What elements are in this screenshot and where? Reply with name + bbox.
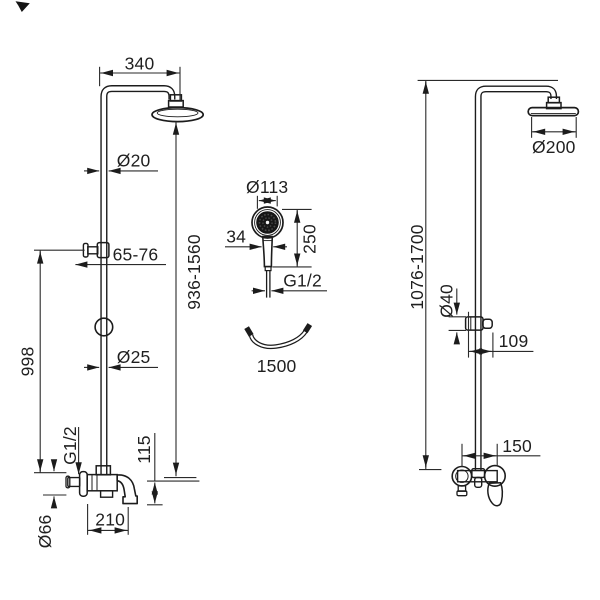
rain-head-side (151, 94, 205, 123)
dim-label-65-76: 65-76 (113, 245, 159, 265)
dim-label-34: 34 (226, 227, 246, 247)
ball-joint (94, 317, 114, 337)
dim-label-o200: Ø200 (532, 137, 576, 157)
dim-label-o40: Ø40 (436, 284, 456, 318)
dim-hand-thread: G1/2 (251, 271, 327, 294)
left-view-shower-column: 340 Ø20 65-76 998 Ø25 (17, 53, 204, 548)
dim-riser-height-range: 936-1560 (164, 121, 204, 479)
dim-hand-shower-length: 250 (272, 208, 320, 268)
dim-bracket-diameter: Ø40 (436, 284, 466, 345)
hand-shower-inset: Ø113 34 250 G1/2 1 (225, 177, 327, 376)
dim-label-1076-1700: 1076-1700 (407, 224, 427, 310)
riser-pipe-rear (474, 85, 558, 471)
dim-label-o20: Ø20 (117, 150, 151, 170)
dim-label-1500: 1500 (257, 356, 297, 376)
rain-head-rear (527, 96, 580, 117)
dim-label-250: 250 (300, 224, 320, 254)
dim-label-936-1560: 936-1560 (184, 234, 204, 310)
dim-label-g12-hand: G1/2 (283, 271, 322, 291)
dim-label-109: 109 (499, 331, 529, 351)
dim-bracket-reach: 109 (467, 311, 534, 358)
wall-valve-and-spout (65, 465, 138, 505)
mixer-lever (487, 482, 504, 507)
corner-print-mark (15, 1, 30, 13)
hand-shower-handle (261, 235, 274, 268)
dim-label-115: 115 (134, 435, 154, 464)
riser-pipe (100, 85, 176, 474)
right-view-shower-column: 1076-1700 Ø200 Ø40 109 (407, 79, 580, 507)
dim-spout-drop: 115 (134, 433, 200, 506)
dim-label-210: 210 (95, 510, 125, 530)
dim-hand-head-diameter: Ø113 (246, 177, 288, 209)
dim-top-arm-width: 340 (99, 53, 181, 101)
shower-mixer-valve (451, 464, 507, 507)
dim-bracket-offset: 65-76 (75, 245, 166, 268)
dim-label-150: 150 (502, 436, 532, 456)
dim-label-g12-left: G1/2 (60, 426, 80, 465)
dim-bracket-height: 998 (17, 249, 85, 474)
shower-hose-symbol: 1500 (244, 323, 313, 376)
dim-total-height-range: 1076-1700 (407, 79, 558, 471)
dim-label-o113: Ø113 (246, 177, 288, 197)
dim-upper-pipe-diameter: Ø20 (84, 150, 158, 175)
bath-spout (116, 474, 138, 505)
hand-shower (251, 206, 284, 298)
dim-inlet-thread: G1/2 (60, 426, 82, 475)
dim-label-998: 998 (17, 347, 37, 377)
dim-valve-centers: 150 (461, 436, 541, 467)
dim-spout-reach: 210 (87, 504, 129, 535)
dim-label-340: 340 (125, 53, 155, 73)
dim-escutcheon-diameter: Ø66 (35, 459, 67, 549)
diverter-knob (474, 476, 483, 489)
dim-lower-pipe-diameter: Ø25 (84, 347, 158, 371)
dim-label-o25: Ø25 (117, 347, 151, 367)
dim-label-o66: Ø66 (35, 515, 55, 549)
dim-handle-width: 34 (225, 227, 287, 251)
dim-rain-head-diameter: Ø200 (531, 117, 577, 157)
slider-bracket-rear (464, 316, 493, 331)
